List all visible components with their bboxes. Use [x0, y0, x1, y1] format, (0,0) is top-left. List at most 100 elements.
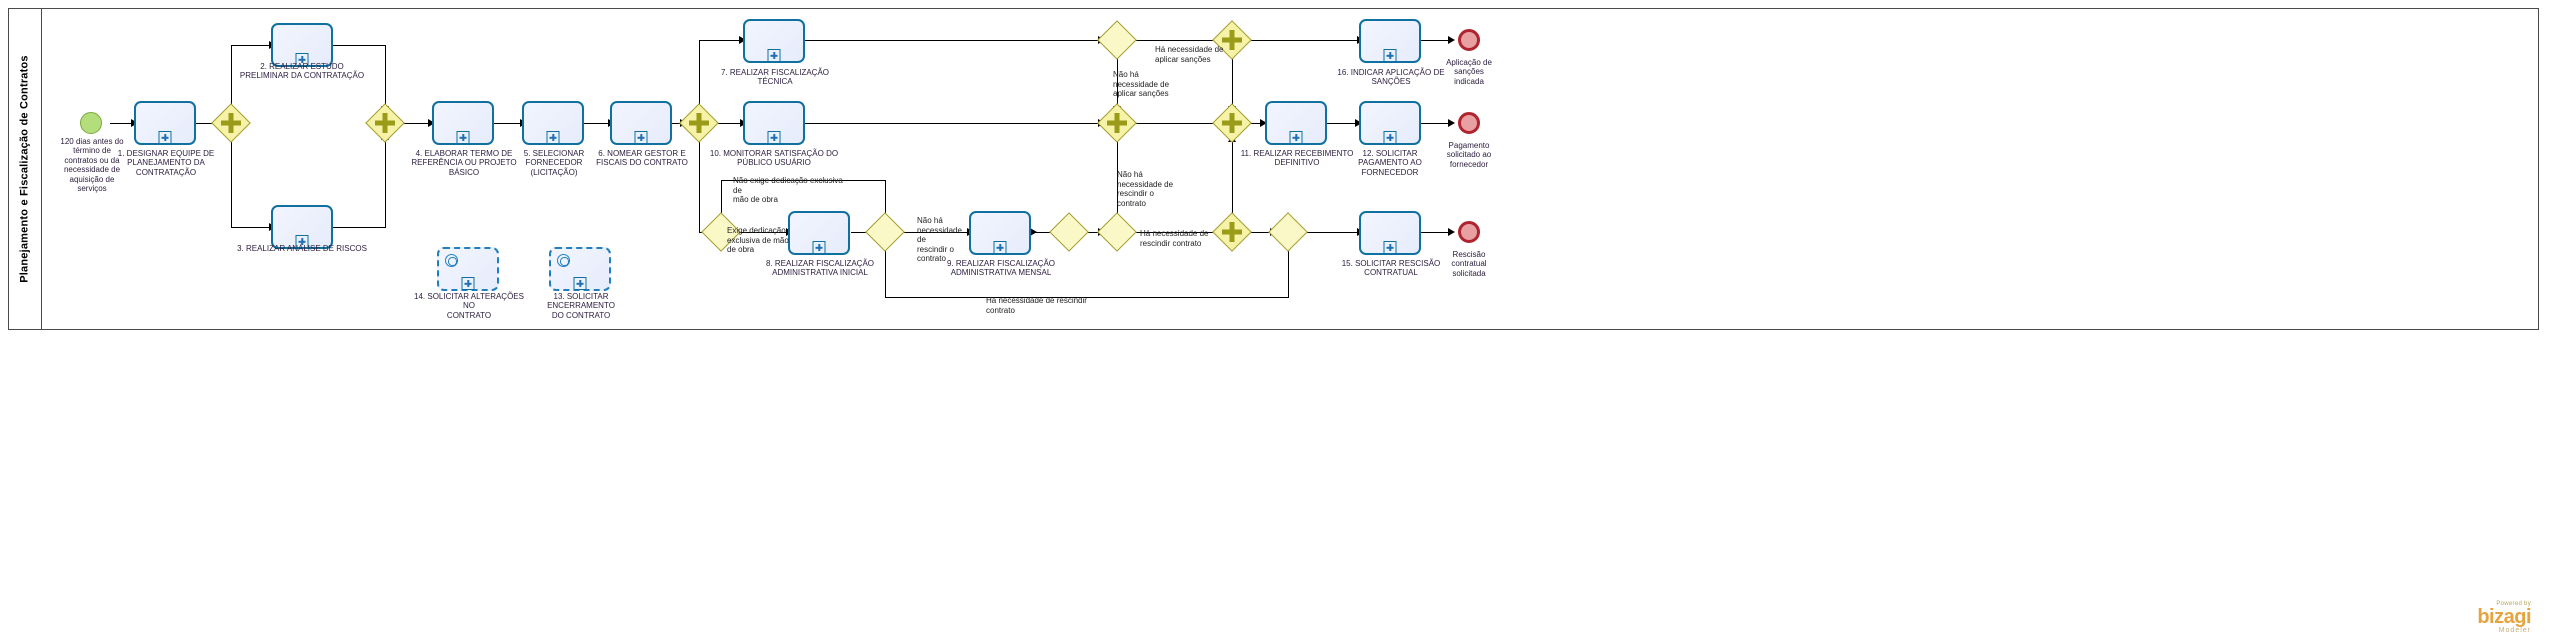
- task-14[interactable]: [437, 247, 499, 291]
- flow-line: [196, 123, 216, 124]
- task-6-label: 6. NOMEAR GESTOR E FISCAIS DO CONTRATO: [596, 149, 688, 168]
- task-10[interactable]: [743, 101, 805, 145]
- task-15-label: 15. SOLICITAR RESCISÃO CONTRATUAL: [1341, 259, 1441, 278]
- task-11[interactable]: [1265, 101, 1327, 145]
- start-event[interactable]: [80, 112, 102, 134]
- flow-line: [1132, 232, 1224, 233]
- flow-label-ha-rescindir-bottom: Há necessidade de rescindir contrato: [986, 296, 1087, 315]
- flow-line: [1303, 232, 1359, 233]
- task-1[interactable]: [134, 101, 196, 145]
- task-13[interactable]: [549, 247, 611, 291]
- watermark-powered-by: Powered by: [2496, 601, 2531, 607]
- task-9[interactable]: [969, 211, 1031, 255]
- task-15[interactable]: [1359, 211, 1421, 255]
- subprocess-plus-icon: [573, 277, 587, 290]
- task-3[interactable]: [271, 205, 333, 249]
- flow-line: [110, 123, 132, 124]
- flow-line: [231, 45, 232, 123]
- flow-line: [333, 45, 386, 46]
- end-event-pagamento[interactable]: [1458, 112, 1480, 134]
- task-9-label: 9. REALIZAR FISCALIZAÇÃO ADMINISTRATIVA …: [946, 259, 1056, 278]
- flow-line: [1419, 232, 1451, 233]
- task-10-label: 10. MONITORAR SATISFAÇÃO DO PÚBLICO USUÁ…: [709, 149, 839, 168]
- pool-container: [8, 8, 2539, 330]
- task-7-label: 7. REALIZAR FISCALIZAÇÃO TÉCNICA: [720, 68, 830, 87]
- flow-line: [1247, 232, 1273, 233]
- flow-label-ha-sancoes: Há necessidade de aplicar sanções: [1155, 45, 1224, 64]
- task-14-label: 14. SOLICITAR ALTERAÇÕES NO CONTRATO: [414, 292, 524, 320]
- subprocess-plus-icon: [1289, 131, 1303, 144]
- task-5[interactable]: [522, 101, 584, 145]
- task-16-label: 16. INDICAR APLICAÇÃO DE SANÇÕES: [1337, 68, 1445, 87]
- flow-line: [721, 180, 722, 218]
- end-event-pagamento-label: Pagamento solicitado ao fornecedor: [1446, 141, 1492, 169]
- flow-label-ha-rescindir-mid: Há necessidade de rescindir contrato: [1140, 229, 1209, 248]
- task-1-label: 1. DESIGNAR EQUIPE DE PLANEJAMENTO DA CO…: [117, 149, 215, 177]
- subprocess-plus-icon: [295, 235, 309, 248]
- subprocess-plus-icon: [1383, 131, 1397, 144]
- flow-line: [699, 40, 700, 123]
- flow-line: [1084, 232, 1104, 233]
- task-8-label: 8. REALIZAR FISCALIZAÇÃO ADMINISTRATIVA …: [765, 259, 875, 278]
- flow-line: [885, 297, 1289, 298]
- flow-label-nao-rescindir-1: Não há necessidade de rescindir o contra…: [917, 216, 962, 264]
- flow-arrow: [1260, 119, 1267, 127]
- subprocess-plus-icon: [993, 241, 1007, 254]
- flow-line: [885, 180, 886, 218]
- flow-line: [1232, 40, 1233, 110]
- flow-line: [714, 123, 742, 124]
- event-subprocess-icon: [445, 254, 458, 267]
- end-event-rescisao[interactable]: [1458, 221, 1480, 243]
- end-event-sancoes[interactable]: [1458, 29, 1480, 51]
- task-3-label: 3. REALIZAR ANÁLISE DE RISCOS: [237, 244, 367, 253]
- task-4[interactable]: [432, 101, 494, 145]
- task-11-label: 11. REALIZAR RECEBIMENTO DEFINITIVO: [1240, 149, 1354, 168]
- flow-line: [1132, 123, 1218, 124]
- flow-line: [231, 123, 232, 227]
- subprocess-plus-icon: [767, 131, 781, 144]
- flow-line: [1247, 40, 1359, 41]
- flow-line: [1288, 232, 1289, 297]
- subprocess-plus-icon: [767, 49, 781, 62]
- subprocess-plus-icon: [1383, 49, 1397, 62]
- task-2-label: 2. REALIZAR ESTUDO PRELIMINAR DA CONTRAT…: [239, 62, 365, 81]
- flow-line: [1032, 232, 1054, 233]
- subprocess-plus-icon: [634, 131, 648, 144]
- flow-line: [900, 232, 970, 233]
- flow-line: [801, 40, 1101, 41]
- pool-title: Planejamento e Fiscalização de Contratos: [18, 55, 31, 283]
- task-12[interactable]: [1359, 101, 1421, 145]
- task-2[interactable]: [271, 23, 333, 67]
- flow-arrow: [428, 119, 435, 127]
- flow-arrow: [1355, 119, 1362, 127]
- subprocess-plus-icon: [546, 131, 560, 144]
- pool-header: Planejamento e Fiscalização de Contratos: [8, 8, 42, 330]
- subprocess-plus-icon: [1383, 241, 1397, 254]
- flow-line: [699, 40, 741, 41]
- flow-line: [1247, 123, 1263, 124]
- subprocess-plus-icon: [812, 241, 826, 254]
- flow-line: [1327, 123, 1357, 124]
- bizagi-watermark: Powered by bizagi Modeler: [2477, 601, 2531, 634]
- flow-line: [494, 123, 522, 124]
- task-7[interactable]: [743, 19, 805, 63]
- task-16[interactable]: [1359, 19, 1421, 63]
- flow-line: [400, 123, 430, 124]
- flow-line: [672, 123, 684, 124]
- flow-line: [851, 232, 871, 233]
- subprocess-plus-icon: [158, 131, 172, 144]
- flow-arrow: [739, 36, 746, 44]
- task-5-label: 5. SELECIONAR FORNECEDOR (LICITAÇÃO): [523, 149, 585, 177]
- flow-line: [231, 227, 271, 228]
- flow-arrow: [1448, 228, 1455, 236]
- flow-line: [1117, 40, 1118, 110]
- task-6[interactable]: [610, 101, 672, 145]
- task-8[interactable]: [788, 211, 850, 255]
- flow-line: [1117, 123, 1118, 232]
- task-12-label: 12. SOLICITAR PAGAMENTO AO FORNECEDOR: [1358, 149, 1422, 177]
- flow-line: [333, 227, 386, 228]
- flow-line: [1132, 40, 1218, 41]
- flow-line: [803, 123, 1100, 124]
- flow-line: [584, 123, 610, 124]
